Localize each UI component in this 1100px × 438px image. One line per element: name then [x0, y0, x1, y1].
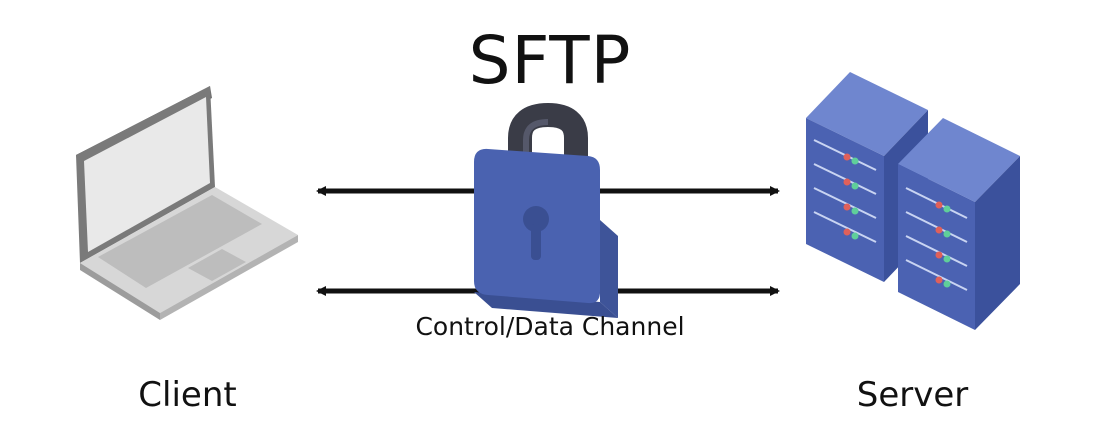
server-label: Server [856, 375, 969, 415]
diagram-title: SFTP [468, 22, 632, 99]
channel-label: Control/Data Channel [415, 312, 685, 341]
server-icon [806, 72, 1020, 330]
laptop-icon [76, 86, 298, 320]
padlock-icon [474, 102, 618, 318]
client-label: Client [138, 375, 237, 415]
